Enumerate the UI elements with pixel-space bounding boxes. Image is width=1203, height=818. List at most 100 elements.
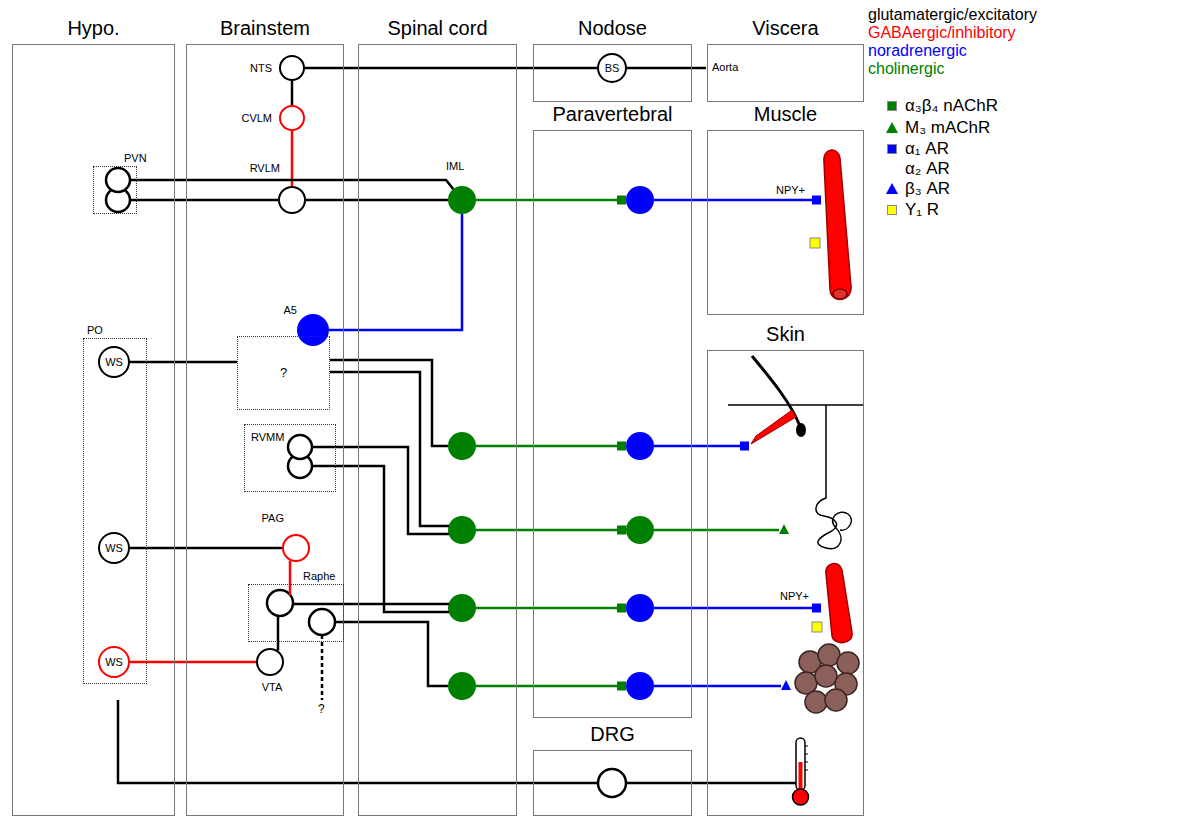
skin-effectors	[779, 524, 789, 534]
region-heading: Brainstem	[157, 17, 373, 40]
legend-swatch	[887, 144, 897, 154]
node-label: A5	[284, 304, 297, 317]
legend-entry: GABAergic/inhibitory	[868, 24, 1016, 42]
descending-pathways	[335, 622, 448, 686]
descending-pathways	[277, 616, 280, 642]
descending-pathways	[312, 447, 449, 534]
muscle-pathway	[833, 289, 847, 299]
spinal-pathways	[654, 446, 812, 686]
group-box: PVN	[93, 166, 137, 214]
legend-text: noradrenergic	[868, 42, 967, 59]
baroreceptor-wire	[627, 67, 706, 70]
region-heading: DRG	[504, 723, 721, 746]
sensory-pathway	[118, 700, 796, 783]
region-heading: Hypo.	[0, 17, 204, 40]
spinal-pathways	[448, 432, 476, 460]
skin-effectors	[740, 442, 749, 451]
node-label: WS	[105, 656, 123, 668]
sensory-pathway	[598, 769, 626, 797]
spinal-pathways	[617, 604, 626, 613]
connector	[130, 661, 256, 664]
descending-pathways	[309, 609, 335, 635]
legend-text: Y₁ R	[905, 200, 939, 220]
neuron-circle: WS	[98, 532, 130, 564]
neuron-circle: WS	[98, 646, 130, 678]
skin-effectors	[781, 680, 791, 690]
legend-symbol	[886, 183, 898, 194]
annotation-label: ?	[318, 703, 325, 717]
legend-text: glutamatergic/excitatory	[868, 6, 1037, 23]
region-heading: Paravertebral	[504, 103, 721, 126]
muscle-pathway	[812, 196, 821, 205]
descending-pathways	[289, 584, 292, 595]
legend-text: α₃β₄ nAChR	[905, 96, 998, 116]
brown-fat-cells	[795, 644, 859, 713]
spinal-pathways	[617, 442, 626, 451]
node-label: RVLM	[250, 162, 280, 175]
skin-effectors	[751, 410, 796, 444]
muscle-pathway	[476, 199, 618, 202]
spinal-pathways	[626, 432, 654, 460]
region-box: DRG	[533, 750, 692, 816]
node-label: IML	[446, 160, 464, 173]
descending-pathways	[312, 466, 449, 612]
descending-pathways	[321, 635, 324, 700]
skin-effectors	[796, 423, 806, 437]
node-label: PAG	[262, 512, 284, 525]
skin-effectors	[728, 356, 864, 713]
neuron-circle: VTA	[256, 648, 284, 676]
region-heading: Viscera	[678, 17, 893, 40]
connector	[305, 67, 597, 70]
sensory-pathway	[118, 700, 809, 805]
node-label: VTA	[238, 681, 306, 694]
neuron-circle: IML	[448, 186, 476, 214]
spinal-pathways	[626, 594, 654, 622]
legend-entry: glutamatergic/excitatory	[868, 6, 1037, 24]
spinal-pathways	[476, 446, 618, 686]
legend-text: β₃ AR	[905, 179, 950, 199]
muscle-pathway	[626, 186, 654, 214]
spinal-pathways	[448, 594, 476, 622]
legend-entry: noradrenergic	[868, 42, 967, 60]
skin-effectors	[826, 564, 852, 643]
connector	[291, 81, 294, 105]
neuron-circle: BS	[597, 53, 627, 83]
spinal-pathways	[626, 672, 654, 700]
legend-text: α₂ AR	[905, 159, 950, 179]
brown-fat-cells	[805, 691, 827, 713]
connector	[329, 214, 462, 330]
spinal-pathways	[654, 529, 779, 532]
sensory-pathway	[799, 762, 803, 792]
node-label: CVLM	[241, 112, 272, 125]
group-box: Raphe	[248, 584, 344, 642]
region-heading: Nodose	[504, 17, 721, 40]
skin-effectors	[728, 404, 864, 406]
descending-pathways	[288, 435, 312, 459]
sensory-pathway	[805, 746, 808, 770]
neuron-circle: RVLM	[278, 186, 306, 214]
node-label: PO	[87, 324, 103, 337]
skin-effectors	[816, 405, 851, 549]
region-box: Muscle	[707, 130, 864, 315]
neuron-circle: PAG	[282, 534, 310, 562]
region-box: NodoseBS	[533, 44, 692, 102]
spinal-pathways	[448, 516, 476, 544]
connector	[289, 561, 292, 584]
legend-swatch	[887, 101, 897, 111]
group-box: ?	[237, 336, 330, 410]
region-heading: Muscle	[678, 103, 893, 126]
legend-swatch	[887, 205, 897, 215]
legend-entry: cholinergic	[868, 60, 944, 78]
legend-symbol	[886, 183, 898, 194]
muscle-pathway	[617, 196, 626, 205]
legend-symbol	[886, 122, 898, 133]
skin-effectors	[812, 604, 821, 613]
brown-fat-cells	[825, 689, 847, 711]
node-label: WS	[105, 356, 123, 368]
pvn-neurons	[106, 168, 130, 192]
node-label: RVMM	[251, 431, 284, 444]
region-box: BrainstemNTSCVLMRVLMA5?RVMMPAGRapheVTA	[186, 44, 344, 816]
region-box: Spinal cordIML	[358, 44, 517, 816]
pvn-neurons	[106, 168, 137, 212]
brown-fat-cells	[815, 665, 837, 687]
